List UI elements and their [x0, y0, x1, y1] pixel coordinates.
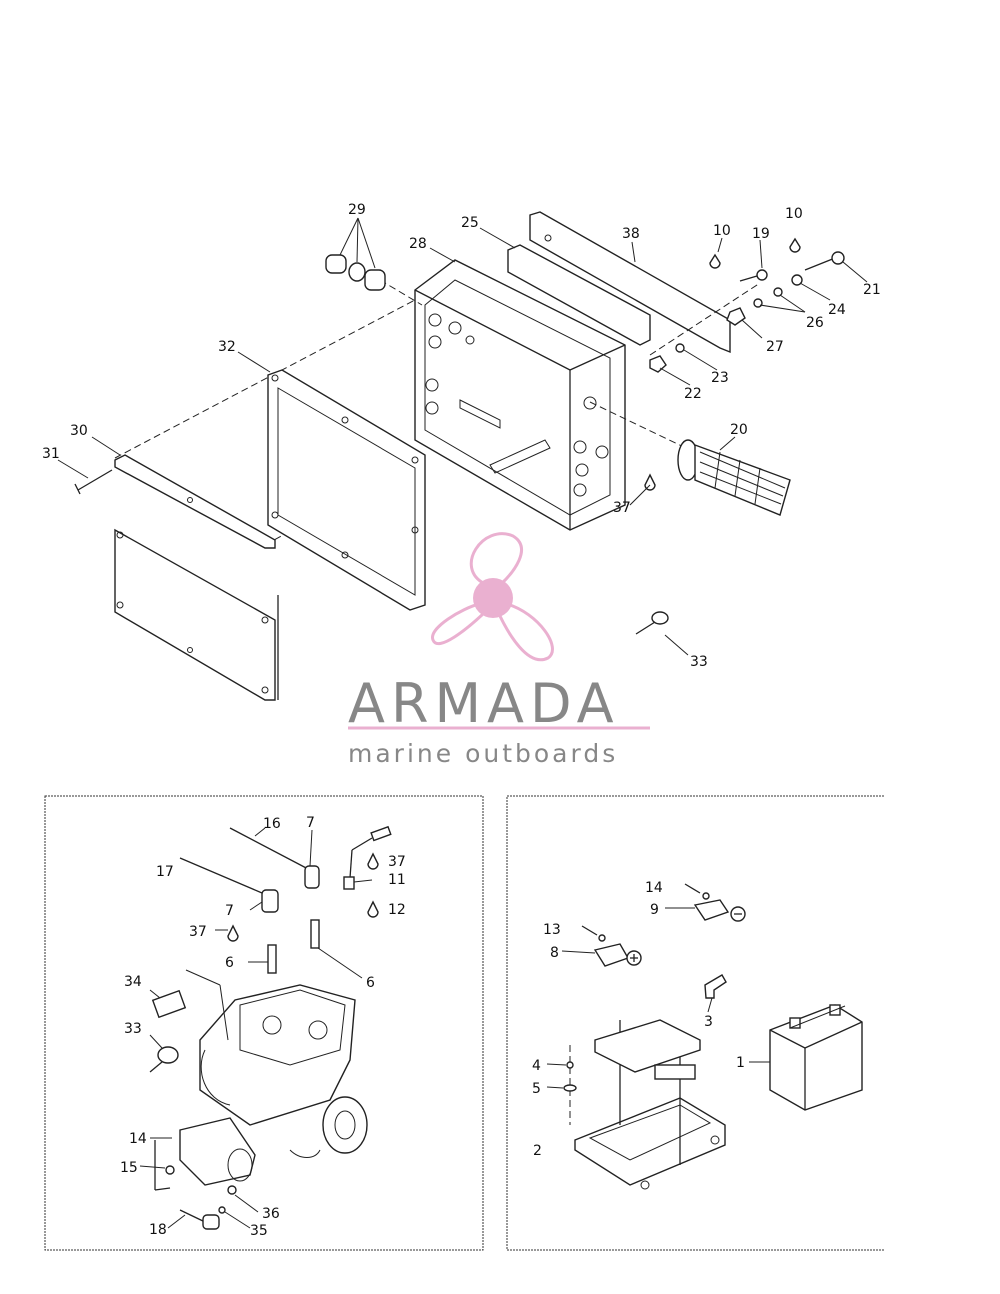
callout-14-b: 14 — [645, 880, 663, 896]
sealant-drop-icon — [227, 924, 239, 942]
callout-27: 27 — [766, 339, 784, 355]
gasket-strip — [529, 211, 731, 354]
callout-16: 16 — [263, 816, 281, 832]
callout-24: 24 — [828, 302, 846, 318]
callout-32: 32 — [218, 339, 236, 355]
engine-box — [44, 795, 484, 1251]
battery-callouts: 14 9 13 8 3 4 1 5 2 — [532, 880, 745, 1159]
cover-plate — [114, 528, 276, 701]
callout-28: 28 — [409, 236, 427, 252]
battery-box — [506, 795, 884, 1251]
callout-1: 1 — [736, 1055, 745, 1071]
armada-logo: ARMADA marine outboards — [348, 532, 650, 768]
callout-22: 22 — [684, 386, 702, 402]
callout-35: 35 — [250, 1223, 268, 1239]
callout-19: 19 — [752, 226, 770, 242]
callout-6-b: 6 — [366, 975, 375, 991]
callout-25: 25 — [461, 215, 479, 231]
cover-plate-top — [114, 454, 276, 549]
callout-33: 33 — [124, 1021, 142, 1037]
callout-29: 29 — [348, 202, 366, 218]
callout-12: 12 — [388, 902, 406, 918]
electrical-box-assembly — [57, 211, 868, 701]
callout-3: 3 — [704, 1014, 713, 1030]
callout-23: 23 — [711, 370, 729, 386]
callout-14: 14 — [129, 1131, 147, 1147]
callout-17: 17 — [156, 864, 174, 880]
electrical-box-housing — [414, 259, 626, 531]
grommet — [325, 254, 347, 274]
callout-10-b: 10 — [785, 206, 803, 222]
sealant-drop-icon — [367, 900, 379, 918]
sealant-drop-icon — [367, 852, 379, 870]
callout-37-b: 37 — [189, 924, 207, 940]
sealant-drop-icon — [644, 473, 656, 491]
callout-4: 4 — [532, 1058, 541, 1074]
sealant-drop-icon — [709, 253, 721, 269]
callout-37: 37 — [613, 500, 631, 516]
brand-tagline: marine outboards — [348, 739, 618, 768]
callout-13: 13 — [543, 922, 561, 938]
callout-37-a: 37 — [388, 854, 406, 870]
callout-38: 38 — [622, 226, 640, 242]
callout-2: 2 — [533, 1143, 542, 1159]
flywheel — [322, 1096, 368, 1154]
callout-33: 33 — [690, 654, 708, 670]
callout-26: 26 — [806, 315, 824, 331]
callout-7-b: 7 — [225, 903, 234, 919]
callout-21: 21 — [863, 282, 881, 298]
gasket-32 — [267, 369, 426, 611]
callout-30: 30 — [70, 423, 88, 439]
upper-callouts: 29 25 28 38 10 19 10 21 24 26 27 23 22 3… — [42, 202, 881, 670]
callout-36: 36 — [262, 1206, 280, 1222]
callout-11: 11 — [388, 872, 406, 888]
callout-34: 34 — [124, 974, 142, 990]
callout-8: 8 — [550, 945, 559, 961]
callout-5: 5 — [532, 1081, 541, 1097]
starter-motor — [179, 1117, 256, 1186]
callout-20: 20 — [730, 422, 748, 438]
mounting-bracket — [507, 244, 651, 346]
callout-9: 9 — [650, 902, 659, 918]
engine-block — [199, 984, 356, 1126]
sealant-drop-icon — [789, 237, 801, 253]
callout-10: 10 — [713, 223, 731, 239]
callout-15: 15 — [120, 1160, 138, 1176]
callout-7: 7 — [306, 815, 315, 831]
brand-name: ARMADA — [348, 672, 620, 735]
battery — [769, 1004, 863, 1111]
callout-18: 18 — [149, 1222, 167, 1238]
propeller-icon — [431, 532, 554, 662]
engine-callouts: 16 7 37 11 17 12 7 37 6 6 34 33 14 15 36… — [120, 815, 406, 1239]
callout-31: 31 — [42, 446, 60, 462]
battery-tray — [574, 1097, 726, 1186]
callout-6: 6 — [225, 955, 234, 971]
